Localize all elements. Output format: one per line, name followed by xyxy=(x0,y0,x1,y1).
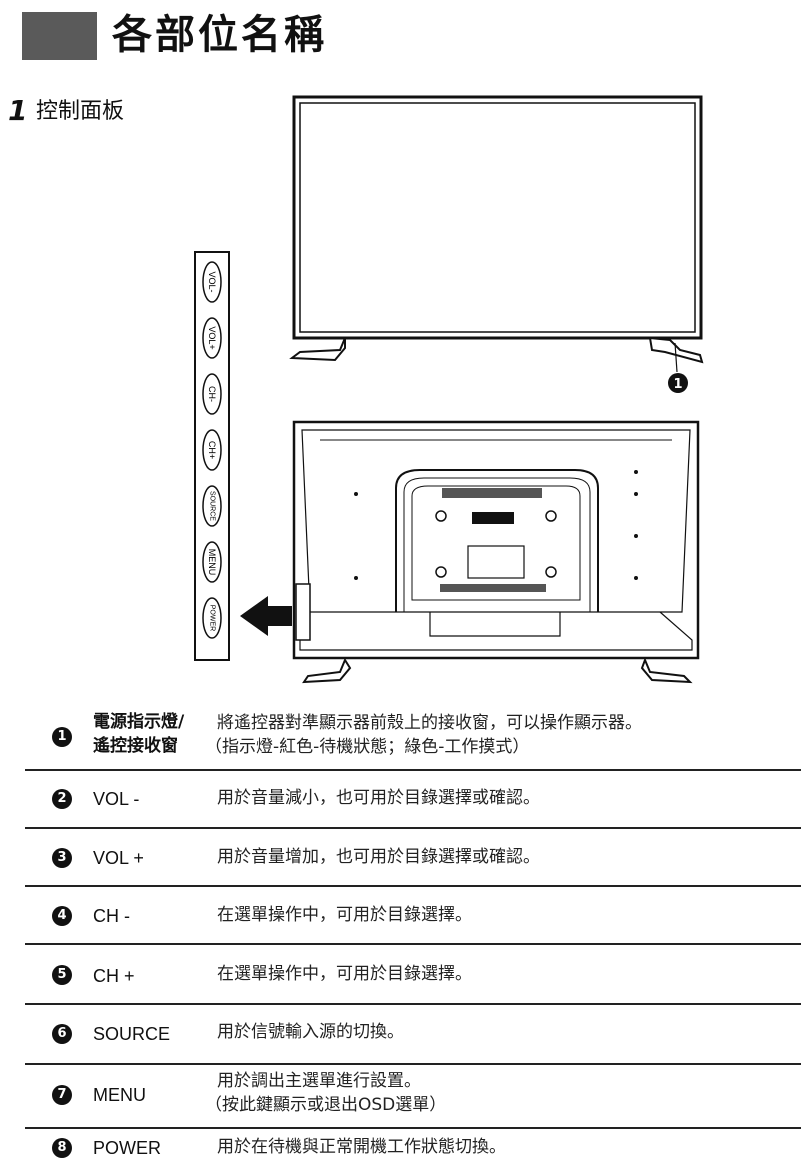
page-title: 各部位名稱 xyxy=(112,12,327,58)
list-item: 5 CH + 在選單操作中，可用於目錄選擇。 xyxy=(25,945,801,1003)
list-item: 2 VOL - 用於音量減小，也可用於目錄選擇或確認。 xyxy=(25,771,801,827)
item-name: CH + xyxy=(93,966,135,986)
divider xyxy=(25,943,801,945)
arrow-left-icon xyxy=(240,596,292,636)
divider xyxy=(25,1003,801,1005)
divider xyxy=(25,1127,801,1129)
panel-buttons: VOL- VOL+ CH- CH+ SOURCE MENU POWER xyxy=(202,261,222,639)
list-item: 4 CH - 在選單操作中，可用於目錄選擇。 xyxy=(25,887,801,943)
list-item: 7 MENU 用於調出主選單進行設置。 （按此鍵顯示或退出OSD選單） xyxy=(25,1065,801,1129)
callout-badge-1-number: 1 xyxy=(673,377,682,392)
item-number-badge: 7 xyxy=(52,1085,72,1105)
item-description: （按此鍵顯示或退出OSD選單） xyxy=(205,1095,447,1115)
item-number-badge: 8 xyxy=(52,1138,72,1158)
item-number-badge: 4 xyxy=(52,906,72,926)
tv-front-illustration xyxy=(289,95,704,373)
item-number-badge: 3 xyxy=(52,848,72,868)
divider xyxy=(25,827,801,829)
item-description: 在選單操作中，可用於目錄選擇。 xyxy=(217,905,472,925)
divider xyxy=(25,1063,801,1065)
item-description: 用於音量增加，也可用於目錄選擇或確認。 xyxy=(217,847,540,867)
item-number-badge: 5 xyxy=(52,965,72,985)
divider xyxy=(25,769,801,771)
panel-button-label: CH+ xyxy=(207,441,217,459)
item-name: POWER xyxy=(93,1138,162,1158)
item-name: VOL + xyxy=(93,848,144,868)
tv-diagram: 1 VOL- VOL+ CH- CH+ SOURCE MENU POWER xyxy=(194,95,704,684)
item-name: MENU xyxy=(93,1085,146,1105)
list-item: 3 VOL + 用於音量增加，也可用於目錄選擇或確認。 xyxy=(25,829,801,885)
item-name: VOL - xyxy=(93,789,140,809)
panel-button-menu: MENU xyxy=(202,541,222,583)
item-name: 遙控接收窗 xyxy=(93,736,178,756)
panel-button-label: MENU xyxy=(207,549,217,576)
item-description: （指示燈-紅色-待機狀態；綠色-工作摸式） xyxy=(205,737,530,757)
list-item: 8 POWER 用於在待機與正常開機工作狀態切換。 xyxy=(25,1129,801,1169)
item-number-badge: 2 xyxy=(52,789,72,809)
item-description: 用於在待機與正常開機工作狀態切換。 xyxy=(217,1137,506,1157)
item-number-badge: 1 xyxy=(52,727,72,747)
section-number: 1 xyxy=(8,94,28,127)
item-description: 用於信號輸入源的切換。 xyxy=(217,1022,404,1042)
item-description: 在選單操作中，可用於目錄選擇。 xyxy=(217,964,472,984)
panel-button-vol-minus: VOL- xyxy=(202,261,222,303)
title-block-marker xyxy=(22,12,97,60)
item-description: 將遙控器對準顯示器前殼上的接收窗，可以操作顯示器。 xyxy=(217,713,642,733)
divider xyxy=(25,885,801,887)
panel-button-ch-minus: CH- xyxy=(202,373,222,415)
list-item: 1 電源指示燈/ 遙控接收窗 將遙控器對準顯示器前殼上的接收窗，可以操作顯示器。… xyxy=(25,705,801,769)
list-item: 6 SOURCE 用於信號輸入源的切換。 xyxy=(25,1005,801,1063)
panel-button-ch-plus: CH+ xyxy=(202,429,222,471)
item-description: 用於音量減小，也可用於目錄選擇或確認。 xyxy=(217,788,540,808)
item-name: SOURCE xyxy=(93,1024,171,1044)
item-description: 用於調出主選單進行設置。 xyxy=(217,1071,421,1091)
panel-button-label: POWER xyxy=(209,605,216,631)
item-name: 電源指示燈/ xyxy=(93,712,185,732)
panel-button-label: CH- xyxy=(207,386,217,402)
section-label: 控制面板 xyxy=(36,99,125,124)
tv-back-illustration xyxy=(292,420,700,684)
item-name: CH - xyxy=(93,906,130,926)
panel-button-label: SOURCE xyxy=(209,491,216,521)
item-number-badge: 6 xyxy=(52,1024,72,1044)
panel-button-source: SOURCE xyxy=(202,485,222,527)
panel-button-label: VOL+ xyxy=(207,326,217,349)
panel-button-vol-plus: VOL+ xyxy=(202,317,222,359)
callout-badge-1 xyxy=(668,373,688,393)
panel-button-label: VOL- xyxy=(207,271,217,292)
panel-button-power: POWER xyxy=(202,597,222,639)
